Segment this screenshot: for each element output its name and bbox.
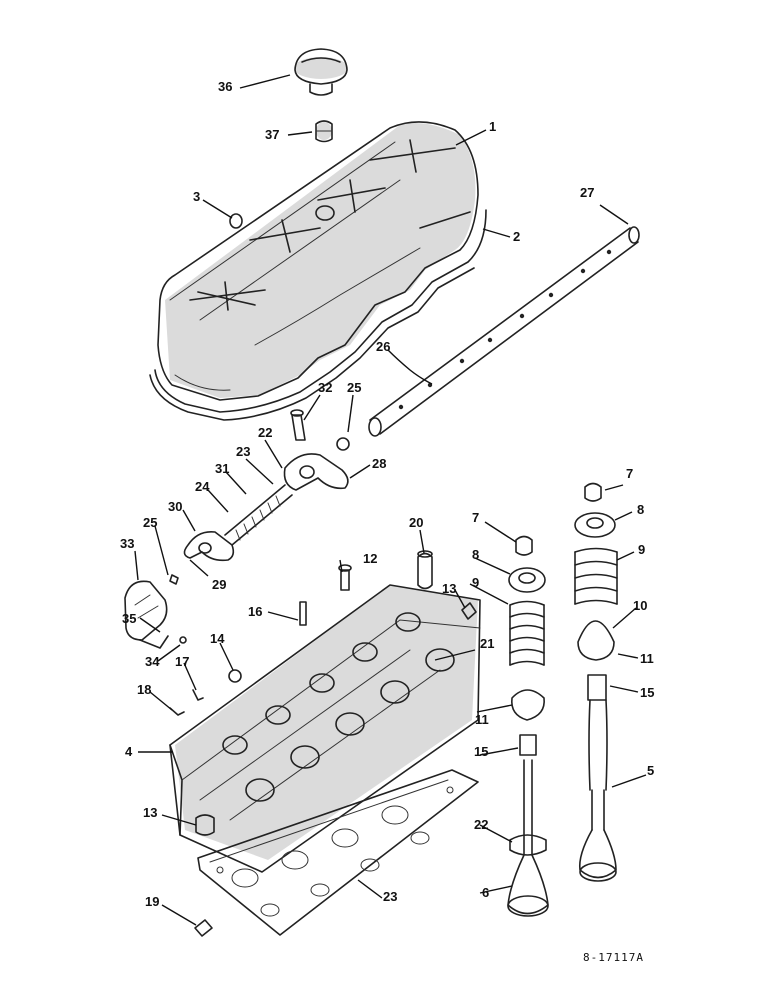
callout-15-center: 15 <box>474 744 489 759</box>
callout-37: 37 <box>265 127 280 142</box>
callout-8-right: 8 <box>637 502 645 517</box>
head-gasket-part <box>197 769 479 936</box>
callout-32: 32 <box>318 380 333 395</box>
cylinder-head-part <box>169 550 481 873</box>
filler-cap-part <box>294 48 348 96</box>
callout-25-lower: 25 <box>143 515 158 530</box>
dowel-part-19 <box>194 919 213 937</box>
exhaust-valve-assembly-part <box>574 482 618 882</box>
leader-lines <box>134 74 647 926</box>
rocker-arm-group-part <box>124 409 350 649</box>
callout-11-right: 11 <box>640 651 654 666</box>
drawing-code: 8-17117A <box>583 951 644 964</box>
callout-24: 24 <box>195 479 210 494</box>
callout-17: 17 <box>175 654 190 669</box>
callout-5: 5 <box>647 763 655 778</box>
callout-25-upper: 25 <box>347 380 362 395</box>
callout-16: 16 <box>248 604 263 619</box>
callout-10: 10 <box>633 598 648 613</box>
callout-21: 21 <box>480 636 495 651</box>
callout-19: 19 <box>145 894 160 909</box>
callout-33: 33 <box>120 536 135 551</box>
callout-23-lower: 23 <box>383 889 398 904</box>
callout-15-right: 15 <box>640 685 655 700</box>
grommet-part <box>315 120 333 143</box>
callout-14: 14 <box>210 631 225 646</box>
intake-valve-assembly-part <box>507 535 549 917</box>
callout-12: 12 <box>363 551 378 566</box>
callout-26: 26 <box>376 339 391 354</box>
callout-29: 29 <box>212 577 227 592</box>
callout-31: 31 <box>215 461 230 476</box>
callout-20: 20 <box>409 515 424 530</box>
rocker-shaft-part <box>368 226 640 437</box>
callout-18: 18 <box>137 682 152 697</box>
callout-4: 4 <box>125 744 133 759</box>
callout-9-right: 9 <box>638 542 646 557</box>
callout-35: 35 <box>122 611 137 626</box>
callout-9-center: 9 <box>472 575 480 590</box>
callout-6: 6 <box>482 885 490 900</box>
callout-13-lower: 13 <box>143 805 158 820</box>
callout-8-center: 8 <box>472 547 480 562</box>
callout-2: 2 <box>513 229 521 244</box>
callout-3: 3 <box>193 189 201 204</box>
callout-7-right: 7 <box>626 466 634 481</box>
callout-23-upper: 23 <box>236 444 251 459</box>
callout-27: 27 <box>580 185 595 200</box>
callout-30: 30 <box>168 499 183 514</box>
callout-7-center: 7 <box>472 510 480 525</box>
rocker-cover-part <box>149 121 487 421</box>
callout-34: 34 <box>145 654 160 669</box>
callout-1: 1 <box>489 119 497 134</box>
callout-22-upper: 22 <box>258 425 273 440</box>
callout-22-lower: 22 <box>474 817 489 832</box>
callout-28: 28 <box>372 456 387 471</box>
callout-13-upper: 13 <box>442 581 457 596</box>
callout-36: 36 <box>218 79 233 94</box>
plug-part-13 <box>195 814 215 836</box>
callout-11-center: 11 <box>475 712 489 727</box>
